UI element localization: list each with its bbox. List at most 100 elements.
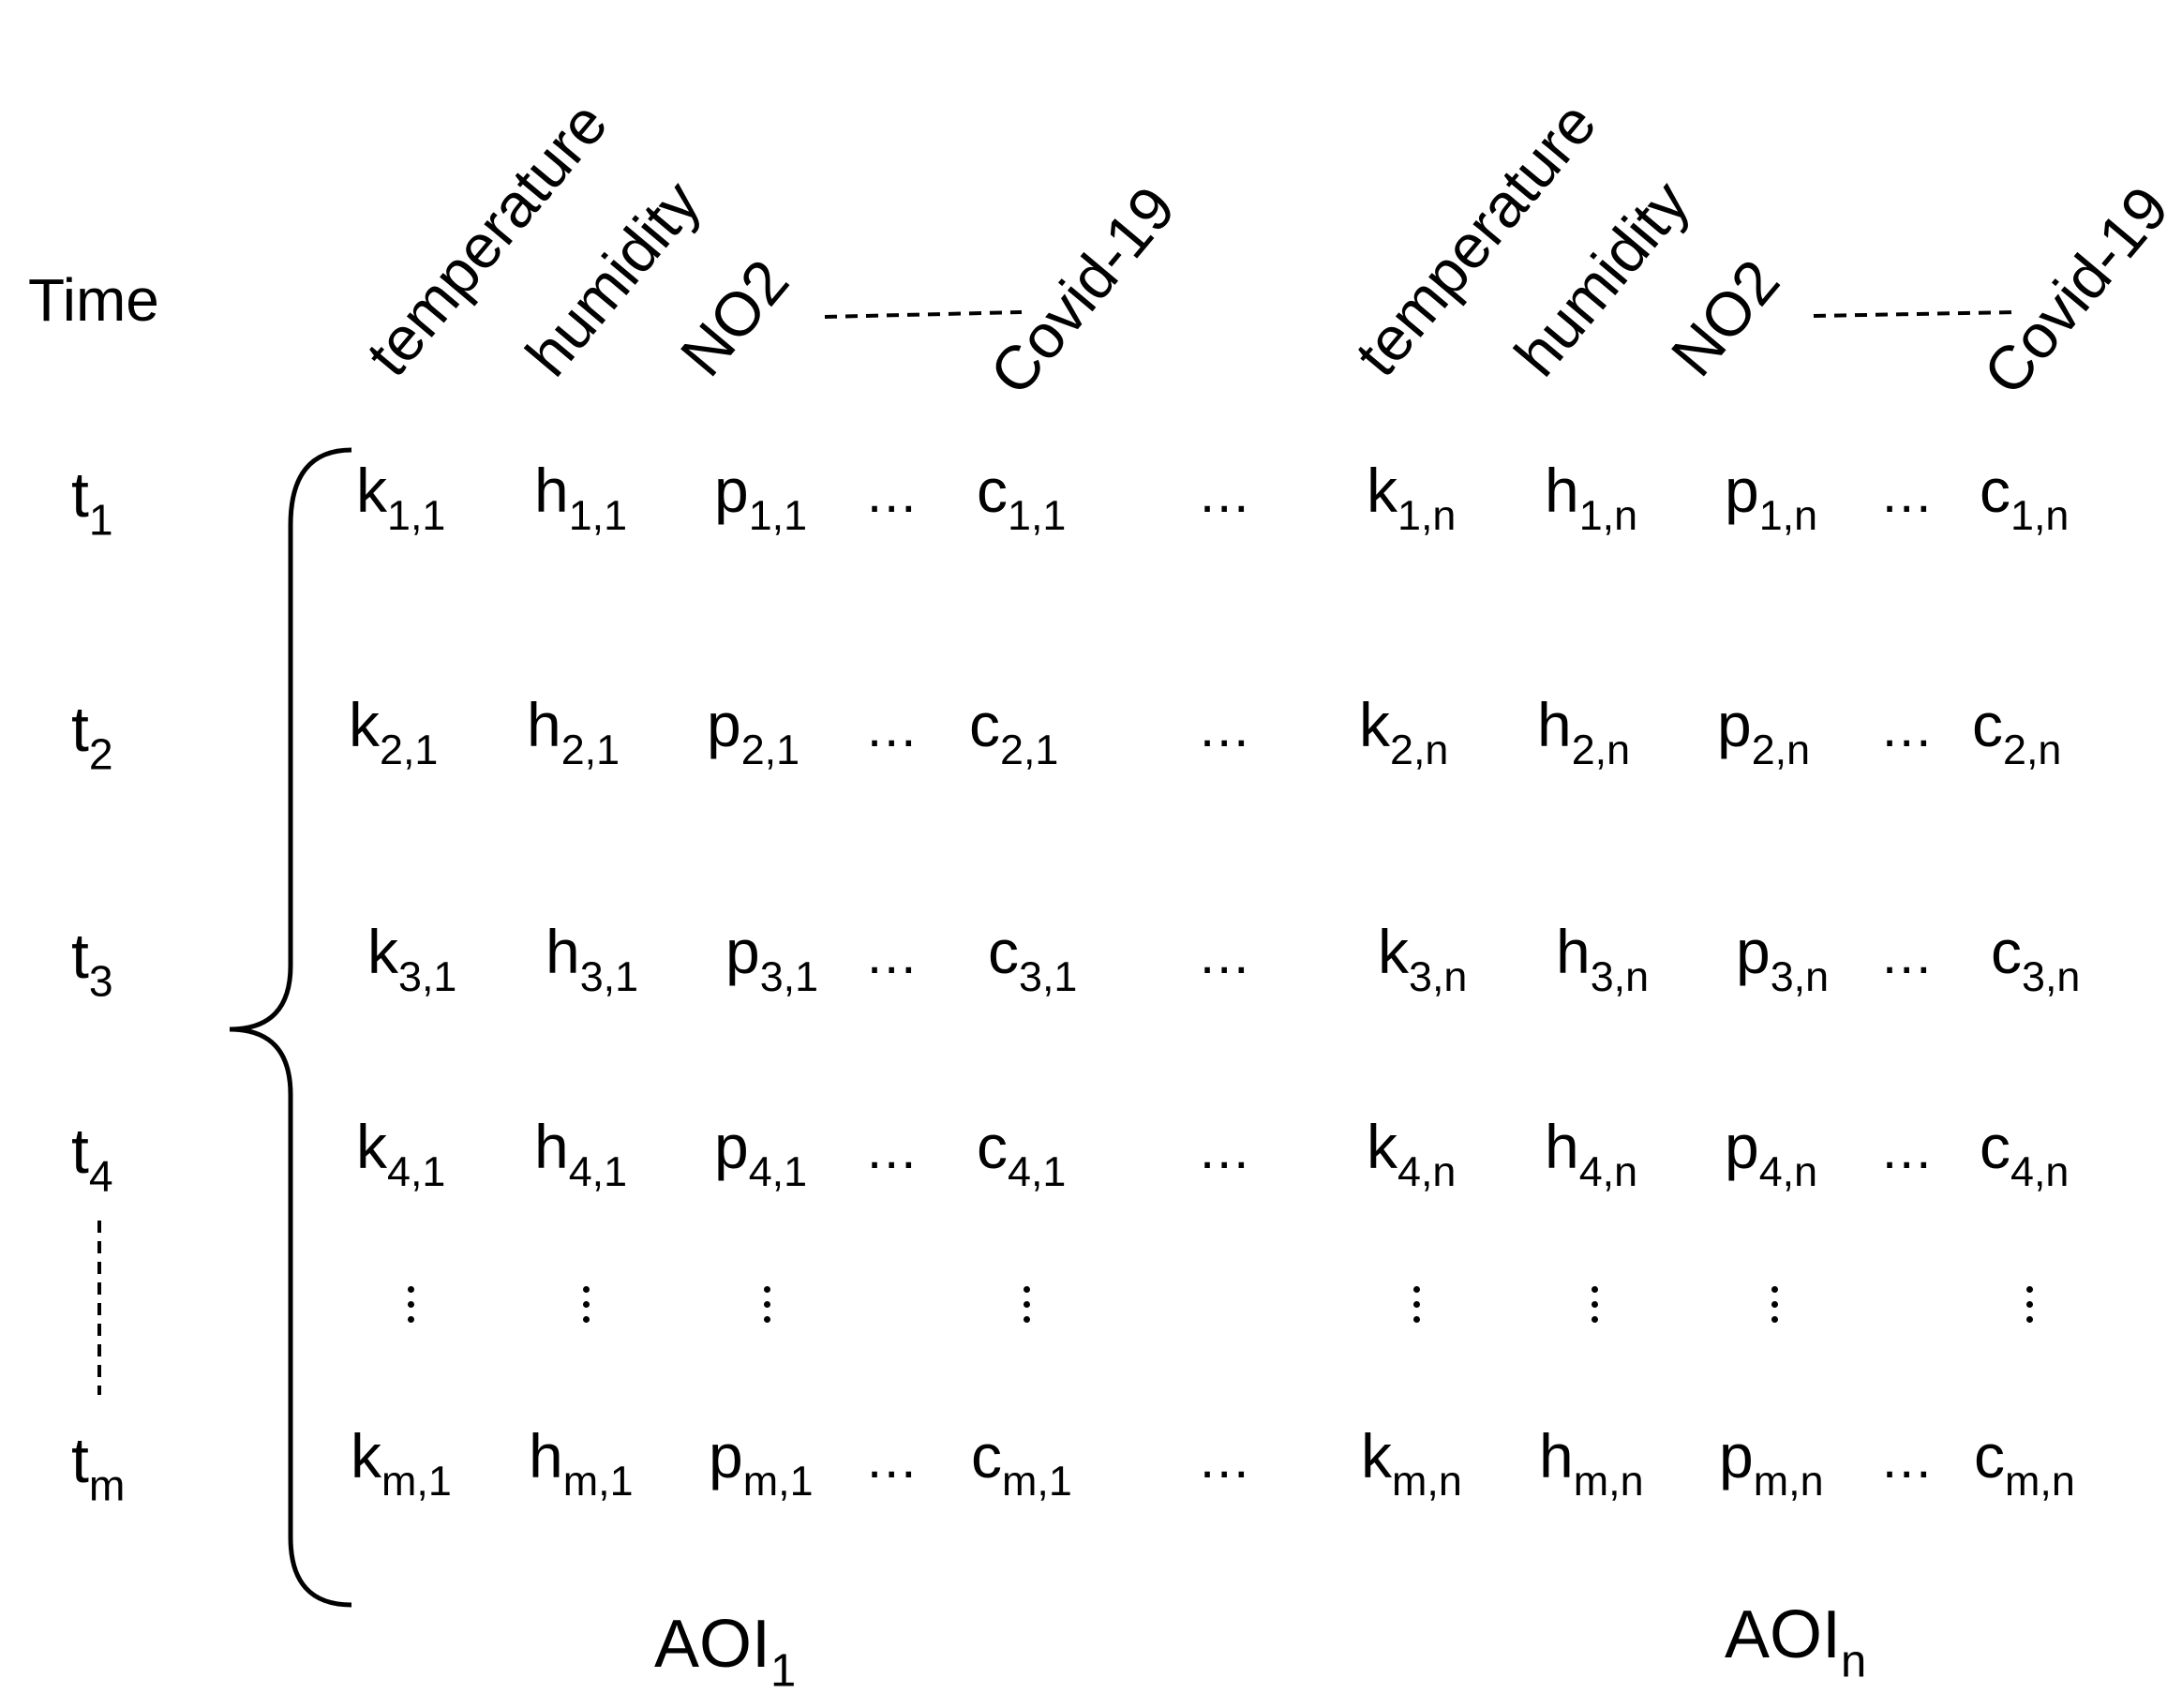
dot [1592, 1286, 1598, 1293]
dot [2026, 1301, 2033, 1308]
cell-covid-19-aoi-n-row-2: c2,n [1972, 690, 2062, 773]
cell-covid-19-aoi-n-row-3: c3,n [1991, 917, 2081, 1000]
dot [1024, 1301, 1030, 1308]
cell-humidity-aoi-n-row-2: h2,n [1537, 690, 1631, 773]
aoi-label-1: AOI1 [654, 1607, 797, 1697]
dot [1413, 1301, 1420, 1308]
ellipsis-within-aoi-n-row-5: ... [1882, 1429, 1934, 1490]
cell-no2-aoi-n-row-5: pm,n [1719, 1421, 1824, 1505]
ellipsis-between-aois-row-3: ... [1200, 924, 1251, 985]
cell-covid-19-aoi-1-row-3: c3,1 [988, 917, 1078, 1000]
cell-humidity-aoi-n-row-5: hm,n [1539, 1421, 1644, 1505]
cell-no2-aoi-n-row-3: p3,n [1736, 917, 1830, 1000]
ellipsis-within-aoi-1-row-4: ... [867, 1119, 919, 1180]
cell-humidity-aoi-1-row-3: h3,1 [546, 917, 639, 1000]
cell-temperature-aoi-n-row-5: km,n [1361, 1421, 1462, 1505]
time-label-2: t2 [71, 694, 113, 779]
cell-humidity-aoi-1-row-5: hm,1 [529, 1421, 634, 1505]
dot [408, 1286, 414, 1293]
cell-covid-19-aoi-1-row-4: c4,1 [977, 1112, 1067, 1195]
ellipsis-within-aoi-n-row-1: ... [1882, 463, 1934, 524]
cell-temperature-aoi-n-row-4: k4,n [1367, 1112, 1457, 1195]
cell-humidity-aoi-1-row-1: h1,1 [534, 456, 628, 539]
time-label-1: t1 [71, 459, 113, 545]
cell-no2-aoi-1-row-2: p2,1 [707, 690, 800, 773]
left-curly-brace [229, 447, 352, 1608]
dot [583, 1286, 590, 1293]
time-label-4: t4 [71, 1116, 113, 1201]
dot [1592, 1301, 1598, 1308]
cell-no2-aoi-1-row-4: p4,1 [714, 1112, 808, 1195]
dot [1771, 1316, 1778, 1323]
cell-humidity-aoi-1-row-2: h2,1 [527, 690, 620, 773]
dot [1771, 1286, 1778, 1293]
dot [583, 1301, 590, 1308]
cell-covid-19-aoi-1-row-1: c1,1 [977, 456, 1067, 539]
cell-no2-aoi-1-row-5: pm,1 [709, 1421, 814, 1505]
cell-humidity-aoi-n-row-1: h1,n [1545, 456, 1638, 539]
cell-covid-19-aoi-n-row-5: cm,n [1974, 1421, 2075, 1505]
cell-humidity-aoi-1-row-4: h4,1 [534, 1112, 628, 1195]
ellipsis-between-aois-row-2: ... [1200, 697, 1251, 758]
dot [2026, 1316, 2033, 1323]
vertical-ellipsis-7 [1771, 1286, 1781, 1331]
aoi-label-n: AOIn [1725, 1597, 1867, 1687]
cell-no2-aoi-1-row-1: p1,1 [714, 456, 808, 539]
vertical-ellipsis-2 [583, 1286, 592, 1331]
dot [1771, 1301, 1778, 1308]
dot [583, 1316, 590, 1323]
time-label-3: t3 [71, 921, 113, 1006]
cell-temperature-aoi-1-row-5: km,1 [351, 1421, 452, 1505]
ellipsis-within-aoi-n-row-2: ... [1882, 697, 1934, 758]
ellipsis-within-aoi-1-row-5: ... [867, 1429, 919, 1490]
vertical-ellipsis-6 [1592, 1286, 1601, 1331]
cell-temperature-aoi-1-row-2: k2,1 [349, 690, 439, 773]
cell-temperature-aoi-n-row-3: k3,n [1378, 917, 1468, 1000]
ellipsis-within-aoi-n-row-4: ... [1882, 1119, 1934, 1180]
dot [2026, 1286, 2033, 1293]
cell-temperature-aoi-1-row-4: k4,1 [356, 1112, 446, 1195]
ellipsis-within-aoi-1-row-2: ... [867, 697, 919, 758]
ellipsis-within-aoi-n-row-3: ... [1882, 924, 1934, 985]
cell-temperature-aoi-n-row-2: k2,n [1359, 690, 1449, 773]
dot [1024, 1286, 1030, 1293]
cell-no2-aoi-n-row-4: p4,n [1725, 1112, 1818, 1195]
ellipsis-between-aois-row-4: ... [1200, 1119, 1251, 1180]
vertical-ellipsis-4 [1024, 1286, 1033, 1331]
cell-no2-aoi-n-row-2: p2,n [1717, 690, 1811, 773]
ellipsis-between-aois-row-5: ... [1200, 1429, 1251, 1490]
dot [764, 1286, 770, 1293]
cell-covid-19-aoi-1-row-5: cm,1 [971, 1421, 1072, 1505]
cell-covid-19-aoi-n-row-1: c1,n [1980, 456, 2070, 539]
dot [1592, 1316, 1598, 1323]
cell-temperature-aoi-1-row-3: k3,1 [367, 917, 457, 1000]
cell-no2-aoi-n-row-1: p1,n [1725, 456, 1818, 539]
cell-humidity-aoi-n-row-4: h4,n [1545, 1112, 1638, 1195]
dot [408, 1316, 414, 1323]
ellipsis-within-aoi-1-row-1: ... [867, 463, 919, 524]
cell-temperature-aoi-n-row-1: k1,n [1367, 456, 1457, 539]
cell-covid-19-aoi-n-row-4: c4,n [1980, 1112, 2070, 1195]
dot [1413, 1286, 1420, 1293]
cell-humidity-aoi-n-row-3: h3,n [1556, 917, 1650, 1000]
time-axis-title: Time [28, 266, 159, 334]
cell-covid-19-aoi-1-row-2: c2,1 [969, 690, 1059, 773]
cell-no2-aoi-1-row-3: p3,1 [725, 917, 819, 1000]
vertical-ellipsis-3 [764, 1286, 773, 1331]
time-label-m: tm [71, 1425, 126, 1510]
dot [764, 1301, 770, 1308]
ellipsis-between-aois-row-1: ... [1200, 463, 1251, 524]
dot [764, 1316, 770, 1323]
vertical-ellipsis-8 [2026, 1286, 2036, 1331]
vertical-ellipsis-1 [408, 1286, 417, 1331]
dot [1413, 1316, 1420, 1323]
header-dashes-aoi-n [1813, 310, 2016, 318]
vertical-ellipsis-5 [1413, 1286, 1423, 1331]
cell-temperature-aoi-1-row-1: k1,1 [356, 456, 446, 539]
ellipsis-within-aoi-1-row-3: ... [867, 924, 919, 985]
dot [1024, 1316, 1030, 1323]
dot [408, 1301, 414, 1308]
header-dashes-aoi-1 [824, 310, 1023, 319]
